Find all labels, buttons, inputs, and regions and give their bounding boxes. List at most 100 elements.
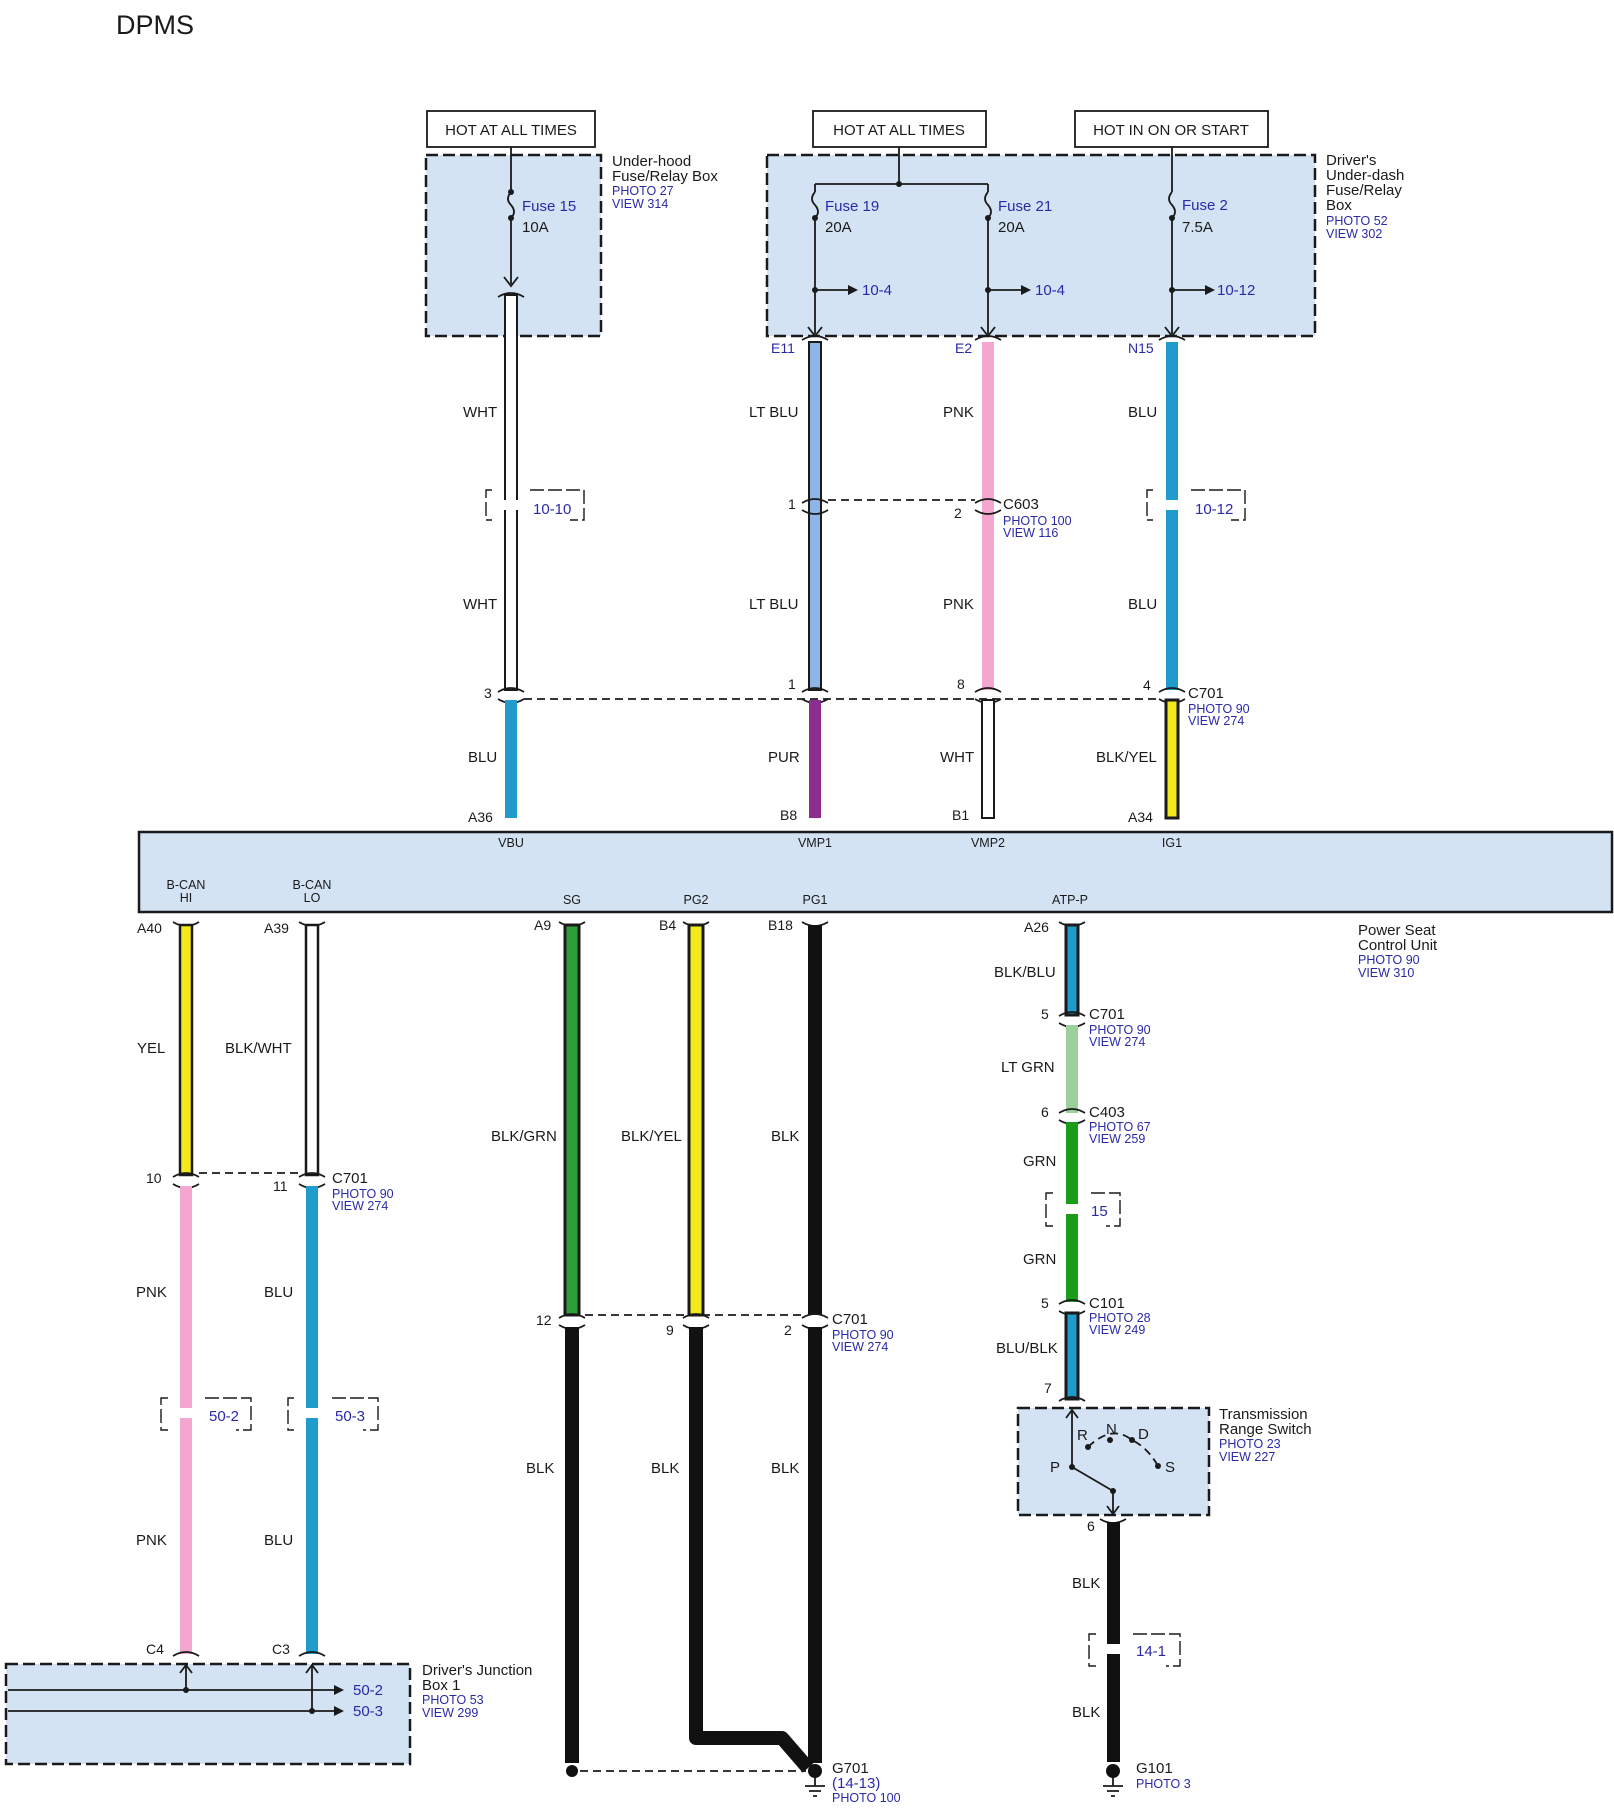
svg-text:LO: LO: [304, 891, 321, 905]
svg-text:C4: C4: [146, 1641, 164, 1657]
svg-text:BLU: BLU: [468, 749, 497, 766]
fuse-15-label: Fuse 15: [522, 198, 576, 215]
svg-text:ATP-P: ATP-P: [1052, 893, 1088, 907]
svg-text:Range Switch: Range Switch: [1219, 1421, 1312, 1438]
svg-text:9: 9: [666, 1322, 674, 1338]
svg-text:PG1: PG1: [802, 893, 827, 907]
svg-text:1: 1: [788, 496, 796, 512]
wire-pnk: [982, 342, 994, 690]
svg-text:B4: B4: [659, 917, 676, 933]
svg-text:N15: N15: [1128, 340, 1154, 356]
svg-text:1: 1: [788, 676, 796, 692]
c701-mid-label: C701: [832, 1311, 868, 1328]
wire-lt-grn: [1066, 1025, 1078, 1113]
svg-text:Transmission: Transmission: [1219, 1406, 1308, 1423]
svg-text:B-CAN: B-CAN: [167, 878, 206, 892]
svg-text:PHOTO 67: PHOTO 67: [1089, 1120, 1151, 1134]
hot-label-2: HOT AT ALL TIMES: [833, 122, 965, 139]
svg-text:50-2: 50-2: [353, 1682, 383, 1699]
svg-text:BLK/BLU: BLK/BLU: [994, 964, 1056, 981]
svg-text:6: 6: [1087, 1518, 1095, 1534]
svg-text:BLK/GRN: BLK/GRN: [491, 1128, 557, 1145]
svg-text:A26: A26: [1024, 919, 1049, 935]
svg-text:BLU: BLU: [1128, 404, 1157, 421]
svg-text:7: 7: [1044, 1380, 1052, 1396]
svg-text:BLK: BLK: [1072, 1575, 1100, 1592]
svg-text:P: P: [1050, 1459, 1060, 1476]
svg-text:PNK: PNK: [943, 404, 974, 421]
drivers-junction-box-1: [4, 1662, 412, 1766]
svg-text:VIEW 274: VIEW 274: [1089, 1035, 1145, 1049]
svg-text:BLU: BLU: [264, 1532, 293, 1549]
g101-label: G101: [1136, 1760, 1173, 1777]
svg-text:GRN: GRN: [1023, 1251, 1056, 1268]
svg-text:5: 5: [1041, 1006, 1049, 1022]
svg-text:VBU: VBU: [498, 836, 524, 850]
svg-text:Fuse/Relay: Fuse/Relay: [1326, 182, 1402, 199]
svg-text:8: 8: [957, 676, 965, 692]
wire-wht: [504, 294, 518, 691]
svg-text:N: N: [1106, 1421, 1117, 1438]
svg-text:PHOTO 28: PHOTO 28: [1089, 1311, 1151, 1325]
svg-text:PHOTO 90: PHOTO 90: [832, 1328, 894, 1342]
power-seat-control-unit: [137, 830, 1614, 914]
svg-text:6: 6: [1041, 1104, 1049, 1120]
svg-text:WHT: WHT: [463, 596, 497, 613]
svg-text:VIEW 274: VIEW 274: [1188, 714, 1244, 728]
svg-text:12: 12: [536, 1312, 552, 1328]
svg-text:VMP1: VMP1: [798, 836, 832, 850]
fuse-2-label: Fuse 2: [1182, 197, 1228, 214]
svg-text:Driver's: Driver's: [1326, 152, 1376, 169]
svg-text:PHOTO 90: PHOTO 90: [1089, 1023, 1151, 1037]
svg-text:VIEW 259: VIEW 259: [1089, 1132, 1145, 1146]
svg-text:Power Seat: Power Seat: [1358, 922, 1436, 939]
svg-text:BLK: BLK: [1072, 1704, 1100, 1721]
svg-text:10-4: 10-4: [1035, 282, 1065, 299]
svg-text:R: R: [1077, 1427, 1088, 1444]
svg-text:BLU: BLU: [1128, 596, 1157, 613]
wire-blk-yel: [1164, 698, 1180, 820]
wire-blu-vbu: [505, 700, 517, 818]
svg-text:Driver's Junction: Driver's Junction: [422, 1662, 532, 1679]
fuse-21-label: Fuse 21: [998, 198, 1052, 215]
hot-label-3: HOT IN ON OR START: [1093, 122, 1249, 139]
svg-text:SG: SG: [563, 893, 581, 907]
svg-text:B18: B18: [768, 917, 793, 933]
svg-text:BLK/YEL: BLK/YEL: [1096, 749, 1157, 766]
svg-text:3: 3: [484, 685, 492, 701]
svg-text:VMP2: VMP2: [971, 836, 1005, 850]
svg-text:LT BLU: LT BLU: [749, 596, 798, 613]
svg-text:BLK: BLK: [771, 1460, 799, 1477]
fuse-19-label: Fuse 19: [825, 198, 879, 215]
svg-text:20A: 20A: [998, 219, 1025, 236]
svg-text:BLU/BLK: BLU/BLK: [996, 1340, 1058, 1357]
svg-text:PHOTO 90: PHOTO 90: [1358, 953, 1420, 967]
svg-text:BLK: BLK: [651, 1460, 679, 1477]
c603-label: C603: [1003, 496, 1039, 513]
svg-text:WHT: WHT: [940, 749, 974, 766]
svg-text:Control Unit: Control Unit: [1358, 937, 1438, 954]
g701-label: G701: [832, 1760, 869, 1777]
svg-text:BLK: BLK: [526, 1460, 554, 1477]
wire-blu-blk: [1064, 1311, 1080, 1401]
c701-left-label: C701: [332, 1170, 368, 1187]
wire-blk-sg-lower: [565, 1327, 579, 1763]
svg-text:14-1: 14-1: [1136, 1643, 1166, 1660]
svg-text:PNK: PNK: [136, 1284, 167, 1301]
svg-text:PHOTO 27: PHOTO 27: [612, 184, 674, 198]
svg-text:GRN: GRN: [1023, 1153, 1056, 1170]
svg-text:10-12: 10-12: [1217, 282, 1255, 299]
svg-text:(14-13): (14-13): [832, 1775, 880, 1792]
svg-text:VIEW 314: VIEW 314: [612, 197, 668, 211]
svg-text:YEL: YEL: [137, 1040, 165, 1057]
wire-blk-wht: [304, 923, 320, 1177]
svg-text:5: 5: [1041, 1295, 1049, 1311]
svg-text:BLU: BLU: [264, 1284, 293, 1301]
svg-text:D: D: [1138, 1426, 1149, 1443]
svg-text:PHOTO 53: PHOTO 53: [422, 1693, 484, 1707]
svg-text:PHOTO 90: PHOTO 90: [332, 1187, 394, 1201]
wire-pur: [809, 700, 821, 818]
svg-text:A40: A40: [137, 920, 162, 936]
svg-text:Box: Box: [1326, 197, 1352, 214]
